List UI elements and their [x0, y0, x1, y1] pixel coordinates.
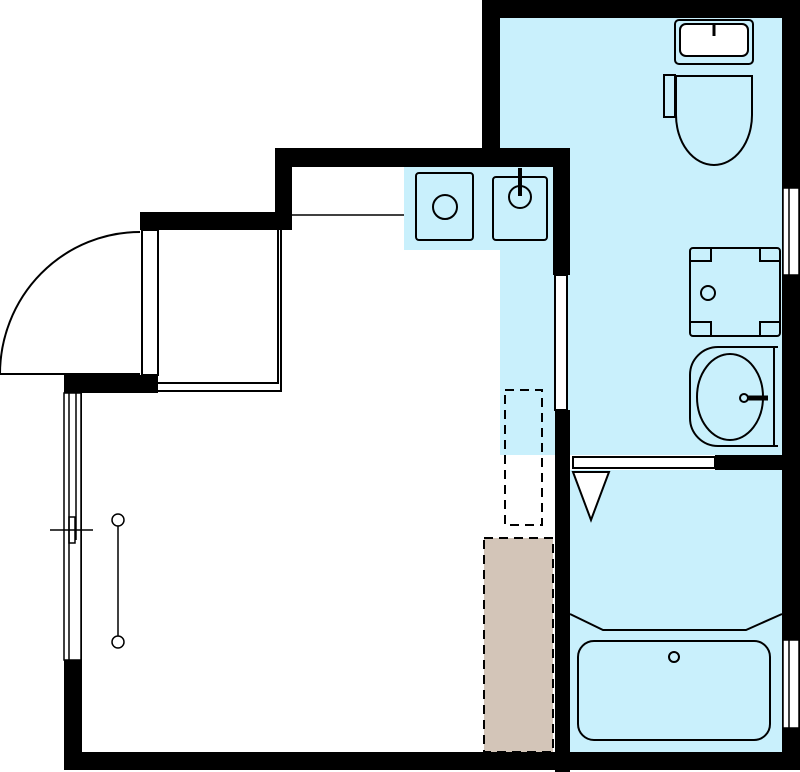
window-toilet[interactable] [782, 187, 800, 276]
sliding-window[interactable] [50, 392, 93, 661]
kitchen-sink [492, 168, 548, 241]
toilet [663, 19, 754, 166]
storage-area [484, 538, 553, 752]
entrance-step [158, 230, 282, 392]
door-swing-marker [571, 471, 611, 523]
burner-icon [432, 194, 458, 220]
bathtub [577, 640, 771, 741]
window-bathroom[interactable] [782, 639, 800, 729]
kitchen-counter-area [404, 167, 554, 250]
walls [64, 0, 800, 772]
closet-dashed-outline [504, 389, 543, 526]
bath-door-opening[interactable] [572, 456, 716, 469]
toilet-door-opening[interactable] [554, 274, 568, 411]
kitchen-stove [415, 172, 474, 241]
entrance-door[interactable] [0, 229, 159, 376]
bathroom-floor [570, 470, 782, 752]
washing-machine-pan [689, 247, 781, 337]
drain-icon [668, 651, 680, 663]
washbasin [689, 346, 778, 447]
ceiling-light [111, 513, 125, 649]
bath-wall-edge [569, 613, 783, 631]
